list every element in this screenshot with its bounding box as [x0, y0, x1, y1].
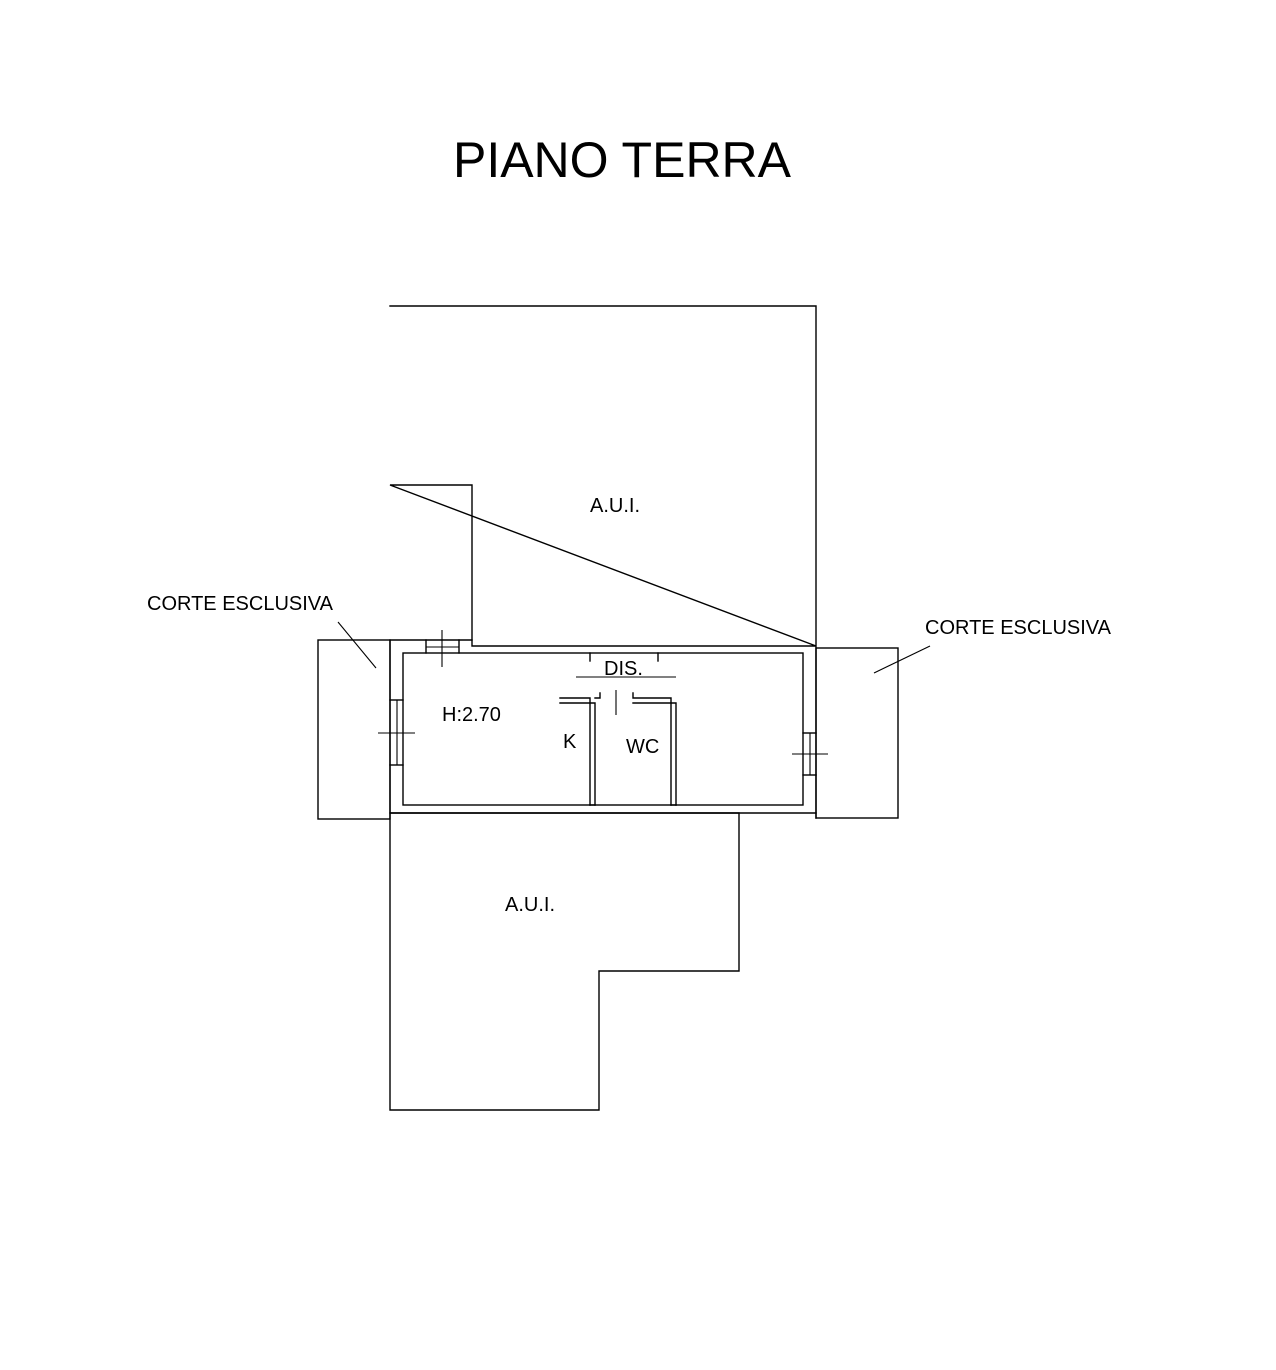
wc-partition [632, 692, 677, 806]
window-left [378, 699, 415, 766]
window-top [425, 630, 460, 667]
label-aui-bottom: A.U.I. [505, 894, 555, 916]
corte-left-outline [317, 639, 391, 820]
kitchen-partition [559, 692, 601, 806]
window-right [792, 732, 828, 776]
aui-top-outline [389, 305, 817, 819]
aui-bottom-outline [389, 812, 740, 1111]
label-corte-left: CORTE ESCLUSIVA [147, 593, 334, 615]
corte-right-outline [815, 647, 899, 819]
dwelling-outer-wall [389, 639, 817, 814]
label-aui-top: A.U.I. [590, 495, 640, 517]
label-wc: WC [626, 736, 659, 758]
label-dis: DIS. [604, 658, 643, 680]
corte-left-leader [337, 621, 377, 669]
door-dis [576, 652, 676, 678]
label-kitchen: K [563, 731, 577, 753]
label-height: H:2.70 [442, 704, 501, 726]
label-corte-right: CORTE ESCLUSIVA [925, 617, 1112, 639]
corte-right-leader [873, 645, 931, 674]
plan-title: PIANO TERRA [453, 132, 792, 188]
dwelling-inner-wall [402, 652, 804, 806]
